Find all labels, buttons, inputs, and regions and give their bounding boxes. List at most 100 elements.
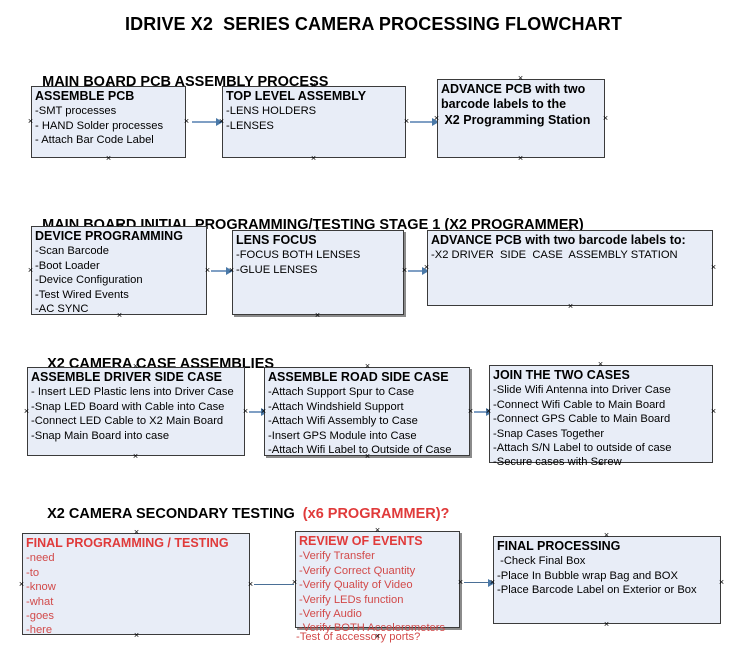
resize-handle-top[interactable]	[603, 532, 610, 539]
box-content: FINAL PROGRAMMING / TESTING -need -to -k…	[23, 534, 249, 638]
resize-handle-bottom[interactable]	[603, 621, 610, 628]
box-line: -Snap Main Board into case	[31, 429, 170, 442]
connector-line	[192, 121, 219, 123]
box-line: -Connect Wifi Cable to Main Board	[493, 398, 666, 411]
resize-handle-top[interactable]	[364, 363, 371, 370]
box-content: REVIEW OF EVENTS -Verify Transfer -Verif…	[296, 532, 459, 636]
box-line: -Connect GPS Cable to Main Board	[493, 413, 671, 426]
box-line: -Attach Wifi Assembly to Case	[268, 415, 418, 428]
box-line: -Scan Barcode	[35, 245, 110, 258]
resize-handle-left[interactable]	[260, 408, 267, 415]
box-content: ASSEMBLE PCB -SMT processes - HAND Solde…	[32, 87, 185, 148]
box-line: -need	[26, 552, 55, 565]
resize-handle-right[interactable]	[710, 264, 717, 271]
resize-handle-top[interactable]	[597, 361, 604, 368]
box-line: -Verify Quality of Video	[299, 579, 413, 592]
box-advance-pcb-to-driver-side-case[interactable]: ADVANCE PCB with two barcode labels to: …	[427, 230, 713, 306]
resize-handle-right[interactable]	[710, 408, 717, 415]
box-content: ADVANCE PCB with two barcode labels to t…	[438, 80, 604, 128]
resize-handle-right[interactable]	[401, 267, 408, 274]
resize-handle-left[interactable]	[27, 118, 34, 125]
resize-handle-top[interactable]	[116, 222, 123, 229]
resize-handle-right[interactable]	[204, 267, 211, 274]
box-line: -know	[26, 581, 56, 594]
box-line: -GLUE LENSES	[236, 263, 318, 276]
box-line: -Place In Bubble wrap Bag and BOX	[497, 569, 678, 582]
resize-handle-top[interactable]	[314, 226, 321, 233]
box-final-programming-testing[interactable]: FINAL PROGRAMMING / TESTING -need -to -k…	[22, 533, 250, 638]
box-line: -Verify Audio	[299, 608, 362, 620]
box-line: -Snap Cases Together	[493, 427, 605, 440]
box-advance-pcb-to-programming-station[interactable]: ADVANCE PCB with two barcode labels to t…	[437, 79, 605, 158]
box-content: JOIN THE TWO CASES -Slide Wifi Antenna i…	[490, 366, 712, 470]
resize-handle-bottom[interactable]	[374, 633, 381, 640]
box-line: - HAND Solder processes	[35, 119, 164, 132]
resize-handle-bottom[interactable]	[116, 312, 123, 319]
resize-handle-bottom[interactable]	[364, 453, 371, 460]
resize-handle-left[interactable]	[18, 581, 25, 588]
box-line: -Attach S/N Label to outside of case	[493, 442, 672, 454]
resize-handle-left[interactable]	[27, 267, 34, 274]
connector-line	[464, 582, 491, 583]
resize-handle-bottom[interactable]	[132, 453, 139, 460]
box-device-programming[interactable]: DEVICE PROGRAMMING -Scan Barcode -Boot L…	[31, 226, 207, 315]
resize-handle-left[interactable]	[23, 408, 30, 415]
resize-handle-bottom[interactable]	[133, 632, 140, 639]
connector-line	[410, 121, 435, 123]
resize-handle-right[interactable]	[183, 118, 190, 125]
box-content: ASSEMBLE ROAD SIDE CASE -Attach Support …	[265, 368, 469, 457]
resize-handle-left[interactable]	[291, 579, 298, 586]
box-line: - Attach Bar Code Label	[35, 134, 154, 147]
resize-handle-top[interactable]	[310, 82, 317, 89]
resize-handle-left[interactable]	[489, 579, 496, 586]
box-title: ADVANCE PCB with two barcode labels to:	[431, 233, 686, 247]
box-assemble-road-side-case[interactable]: ASSEMBLE ROAD SIDE CASE -Attach Support …	[264, 367, 470, 456]
box-line: -Verify BOTH Accelerometers	[299, 622, 446, 635]
box-title: LENS FOCUS	[236, 233, 317, 247]
resize-handle-bottom[interactable]	[314, 312, 321, 319]
resize-handle-bottom[interactable]	[105, 155, 112, 162]
resize-handle-bottom[interactable]	[517, 155, 524, 162]
resize-handle-top[interactable]	[132, 363, 139, 370]
resize-handle-right[interactable]	[718, 579, 725, 586]
box-assemble-driver-side-case[interactable]: ASSEMBLE DRIVER SIDE CASE - Insert LED P…	[27, 367, 245, 456]
box-content: ADVANCE PCB with two barcode labels to: …	[428, 231, 712, 263]
box-assemble-pcb[interactable]: ASSEMBLE PCB -SMT processes - HAND Solde…	[31, 86, 186, 158]
resize-handle-top[interactable]	[567, 226, 574, 233]
resize-handle-top[interactable]	[133, 529, 140, 536]
resize-handle-bottom[interactable]	[567, 303, 574, 310]
resize-handle-right[interactable]	[247, 581, 254, 588]
resize-handle-right[interactable]	[602, 115, 609, 122]
box-lens-focus[interactable]: LENS FOCUS -FOCUS BOTH LENSES -GLUE LENS…	[232, 230, 404, 315]
resize-handle-right[interactable]	[467, 408, 474, 415]
resize-handle-top[interactable]	[374, 527, 381, 534]
resize-handle-right[interactable]	[403, 118, 410, 125]
box-line: -LENSES	[226, 119, 274, 132]
resize-handle-top[interactable]	[105, 82, 112, 89]
box-review-of-events[interactable]: REVIEW OF EVENTS -Verify Transfer -Verif…	[295, 531, 460, 634]
box-top-level-assembly[interactable]: TOP LEVEL ASSEMBLY -LENS HOLDERS -LENSES	[222, 86, 406, 158]
resize-handle-left[interactable]	[218, 118, 225, 125]
connector-line	[249, 411, 263, 413]
resize-handle-bottom[interactable]	[310, 155, 317, 162]
resize-handle-right[interactable]	[457, 579, 464, 586]
resize-handle-top[interactable]	[517, 75, 524, 82]
resize-handle-left[interactable]	[423, 264, 430, 271]
box-line: -Boot Loader	[35, 259, 100, 272]
resize-handle-left[interactable]	[228, 267, 235, 274]
resize-handle-right[interactable]	[242, 408, 249, 415]
page-title: IDRIVE X2 SERIES CAMERA PROCESSING FLOWC…	[125, 14, 622, 34]
box-title: ASSEMBLE DRIVER SIDE CASE	[31, 370, 223, 384]
box-line: -what	[26, 595, 54, 608]
box-title: TOP LEVEL ASSEMBLY	[226, 89, 367, 103]
box-line: -LENS HOLDERS	[226, 105, 317, 118]
box-title: ASSEMBLE PCB	[35, 89, 135, 103]
resize-handle-left[interactable]	[485, 408, 492, 415]
box-join-the-two-cases[interactable]: JOIN THE TWO CASES -Slide Wifi Antenna i…	[489, 365, 713, 468]
resize-handle-bottom[interactable]	[597, 460, 604, 467]
box-overflow-line: -Test of accessory ports?	[296, 631, 421, 643]
box-line: -Slide Wifi Antenna into Driver Case	[493, 384, 671, 397]
box-final-processing[interactable]: FINAL PROCESSING -Check Final Box -Place…	[493, 536, 721, 624]
resize-handle-left[interactable]	[433, 115, 440, 122]
